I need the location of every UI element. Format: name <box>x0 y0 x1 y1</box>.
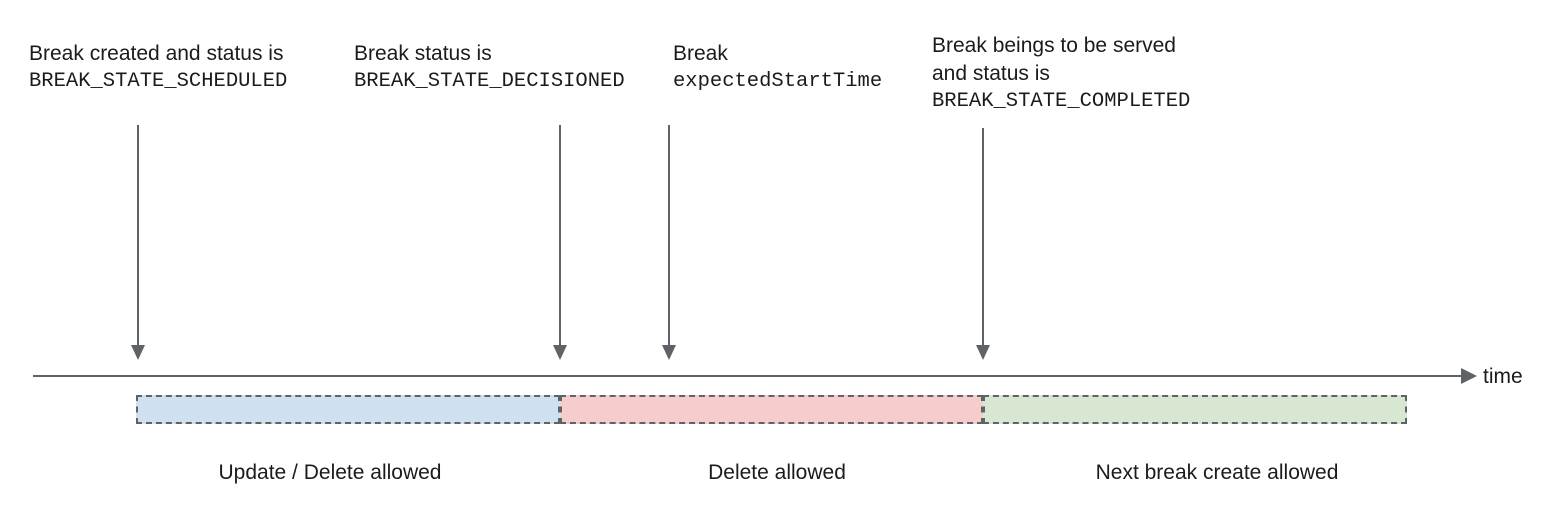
annotation-state-code: BREAK_STATE_SCHEDULED <box>29 70 288 93</box>
time-axis-line <box>33 375 1475 377</box>
phase-caption-update-delete: Update / Delete allowed <box>218 461 442 484</box>
phase-caption-delete-only: Delete allowed <box>708 461 846 484</box>
arrow-stem <box>982 128 984 345</box>
arrow-head-icon <box>553 345 567 360</box>
annotation-line-2: and status is <box>932 62 1050 85</box>
annotation-line-1: Break beings to be served <box>932 34 1176 57</box>
annotation-line-1: Break <box>673 42 728 65</box>
arrow-head-icon <box>662 345 676 360</box>
annotation-break-decisioned: Break status is BREAK_STATE_DECISIONED <box>354 40 625 96</box>
annotation-state-code: BREAK_STATE_DECISIONED <box>354 70 625 93</box>
annotation-field-name: expectedStartTime <box>673 70 883 93</box>
phase-bar-delete-only <box>560 395 983 424</box>
phase-caption-next-break: Next break create allowed <box>1095 461 1339 484</box>
time-axis-label: time <box>1483 365 1523 388</box>
time-axis-arrow-icon <box>1461 368 1477 384</box>
annotation-break-completed: Break beings to be served and status is … <box>932 32 1190 116</box>
arrow-stem <box>137 125 139 345</box>
phase-bar-update-delete <box>136 395 560 424</box>
arrow-head-icon <box>976 345 990 360</box>
annotation-break-scheduled: Break created and status is BREAK_STATE_… <box>29 40 287 96</box>
arrow-stem <box>559 125 561 345</box>
annotation-expected-start-time: Break expectedStartTime <box>673 40 882 96</box>
phase-bar-next-break <box>983 395 1407 424</box>
annotation-line-1: Break created and status is <box>29 42 284 65</box>
arrow-stem <box>668 125 670 345</box>
annotation-state-code: BREAK_STATE_COMPLETED <box>932 90 1191 113</box>
arrow-head-icon <box>131 345 145 360</box>
annotation-line-1: Break status is <box>354 42 492 65</box>
